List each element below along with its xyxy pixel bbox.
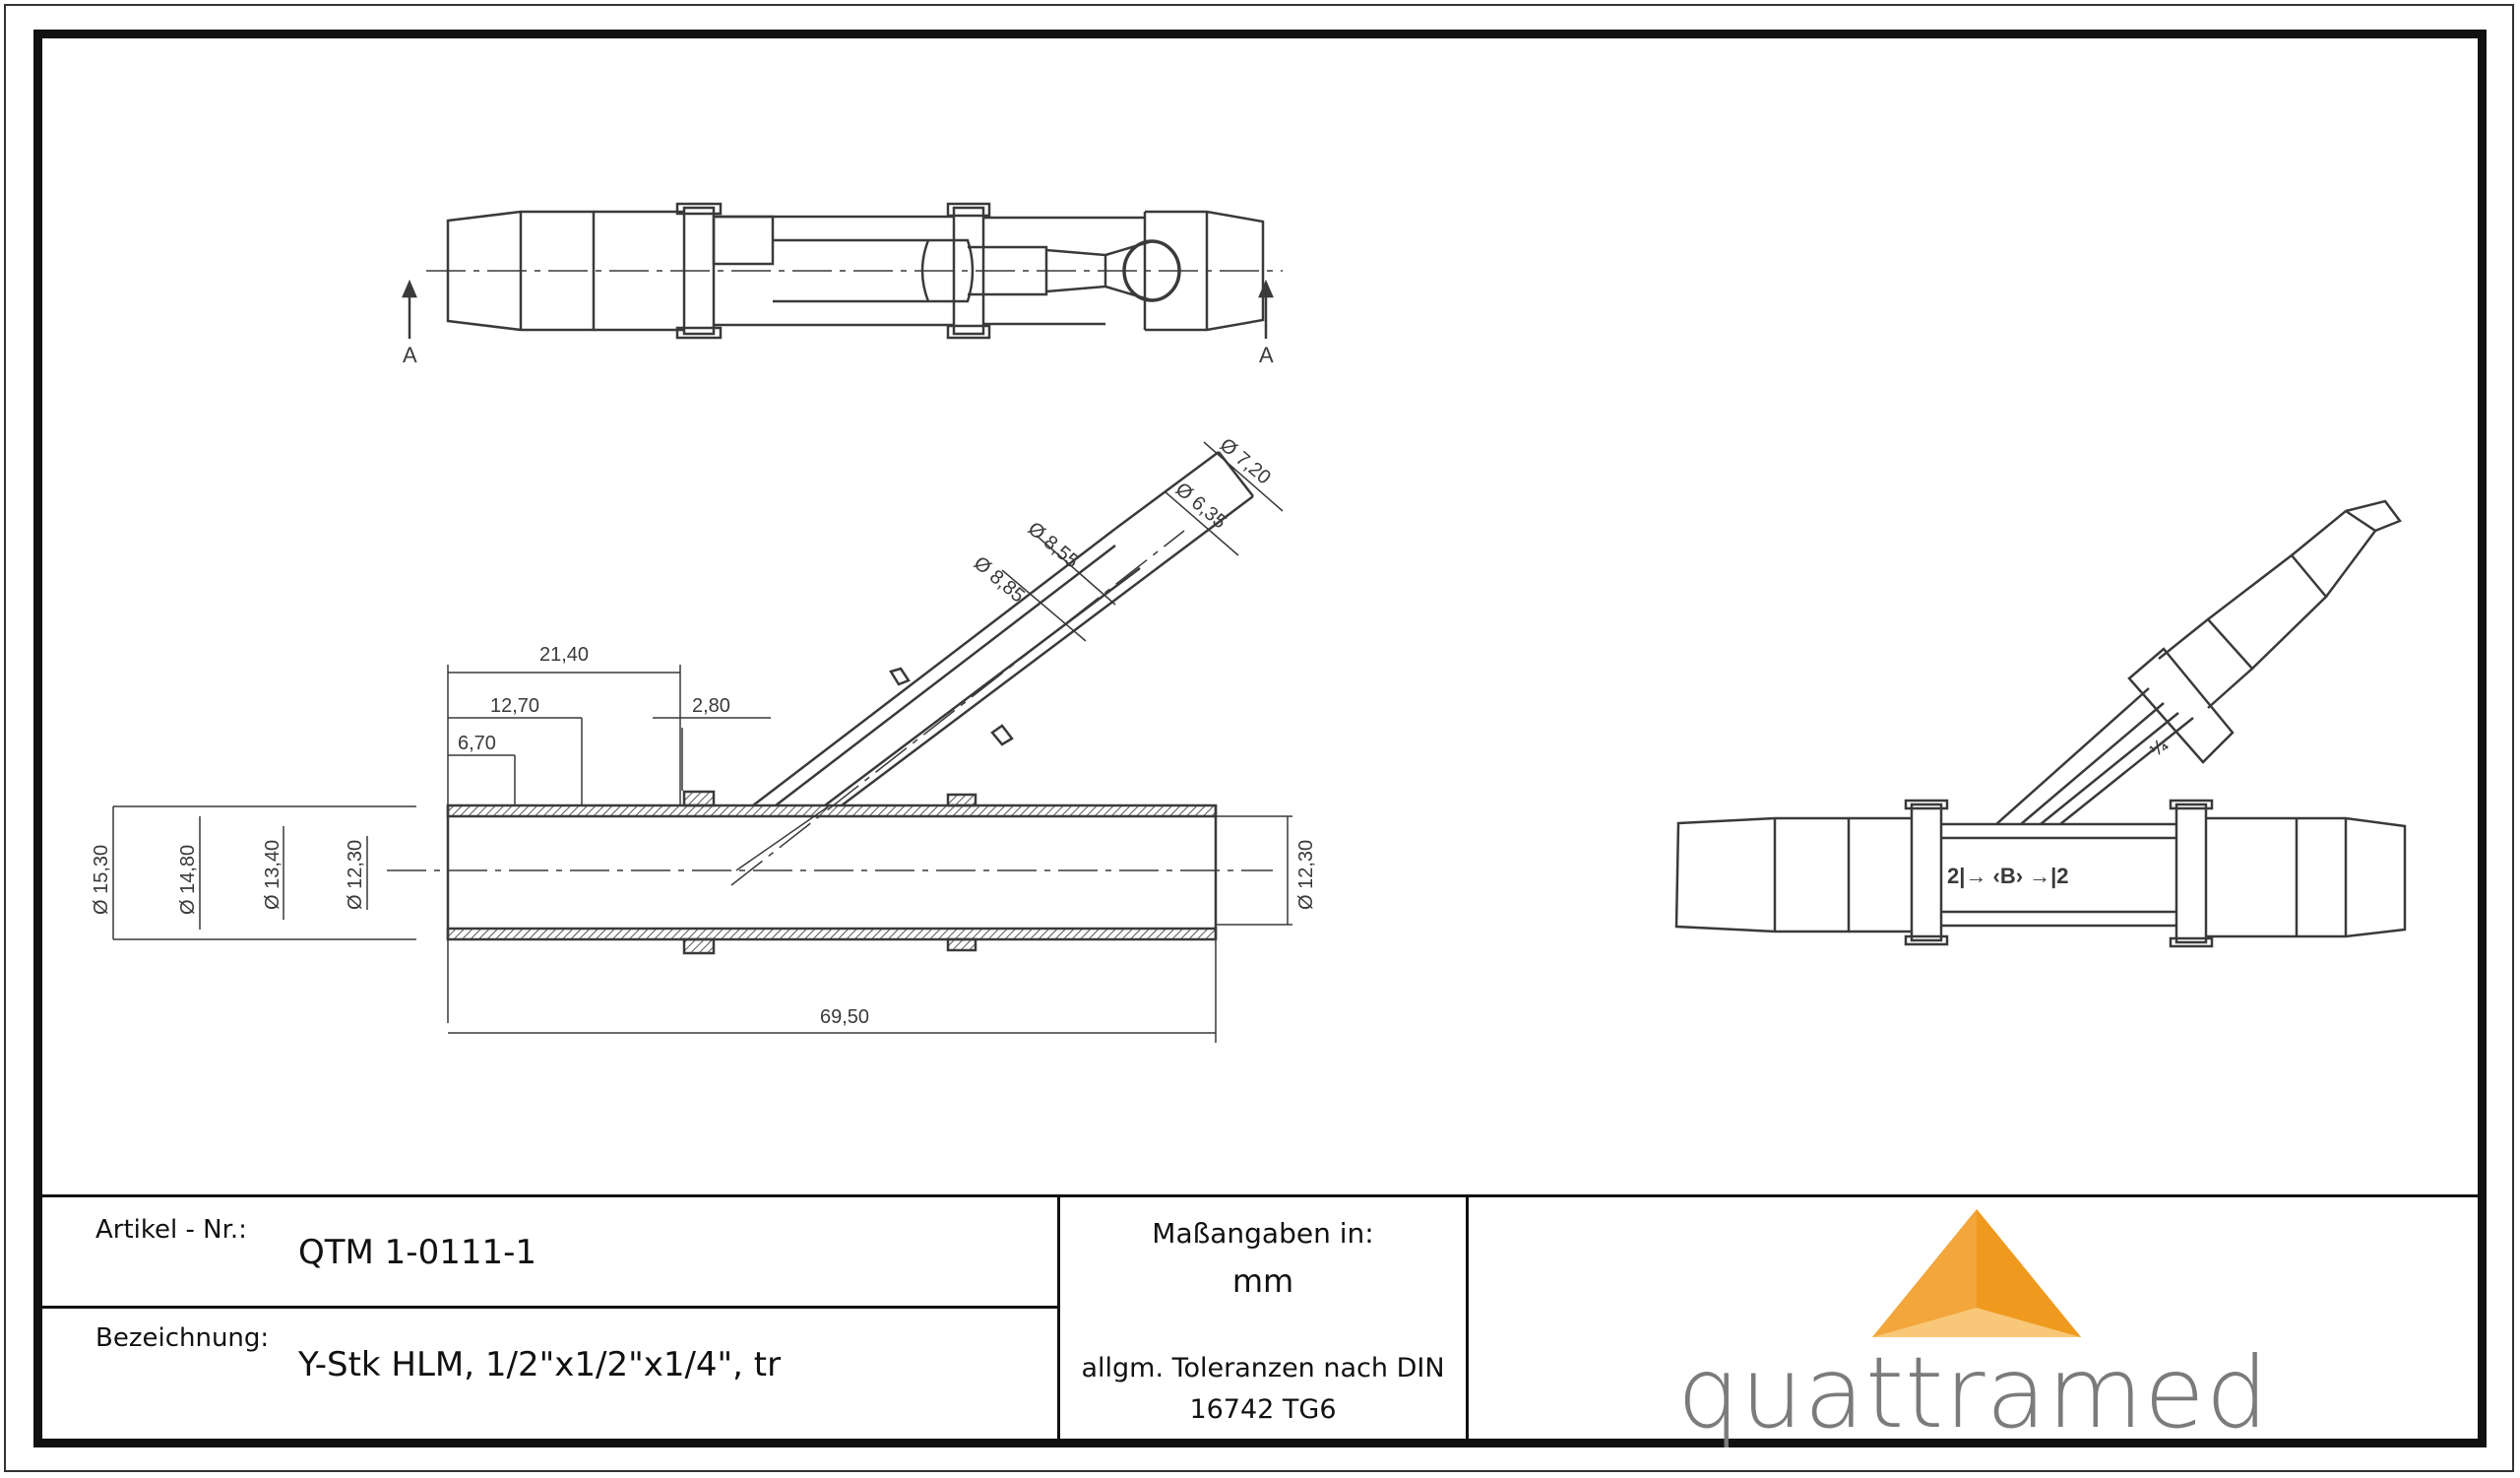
iso-left-nut <box>1910 803 1943 942</box>
row-separator <box>42 1306 1057 1309</box>
dim-d-14-80: Ø 14,80 <box>177 845 199 915</box>
dim-6-70: 6,70 <box>458 733 496 754</box>
designation-value: Y-Stk HLM, 1/2"x1/2"x1/4", tr <box>298 1345 782 1384</box>
dim-d-8-85: Ø 8,85 <box>970 552 1029 607</box>
designation-label: Bezeichnung: <box>95 1323 270 1353</box>
dim-d-15-30: Ø 15,30 <box>91 845 112 915</box>
dim-d-13-40: Ø 13,40 <box>262 840 284 910</box>
section-branch-outer <box>752 528 1156 806</box>
outer-border <box>4 4 2514 1472</box>
top-view <box>402 202 1283 340</box>
dim-d-8-55: Ø 8,55 <box>1024 518 1083 572</box>
iso-body <box>1941 822 2176 928</box>
tolerance-line-1: allgm. Toleranzen nach DIN <box>1081 1353 1445 1383</box>
section-wall-bottom <box>446 927 1218 941</box>
dim-d-7-20: Ø 7,20 <box>1216 434 1275 488</box>
units-value: mm <box>1231 1262 1294 1300</box>
dim-d-12-30-left: Ø 12,30 <box>345 840 366 910</box>
dim-12-70: 12,70 <box>490 695 539 717</box>
top-right-barb <box>1145 210 1265 332</box>
section-mark-left: A <box>403 343 417 367</box>
iso-right-nut <box>2174 803 2208 944</box>
section-mark-right: A <box>1259 343 1274 367</box>
drawing-frame: A A <box>33 30 2487 1450</box>
company-logo: quattramed <box>1469 1197 2478 1450</box>
dim-21-40: 21,40 <box>539 644 589 666</box>
dim-69-50: 69,50 <box>820 1006 869 1028</box>
iso-left-barb <box>1674 816 1851 933</box>
dim-2-80: 2,80 <box>692 695 730 717</box>
logo-wordmark: quattramed <box>1676 1335 2270 1450</box>
title-block: Artikel - Nr.: QTM 1-0111-1 Bezeichnung:… <box>42 1194 2478 1450</box>
article-label: Artikel - Nr.: <box>95 1215 247 1245</box>
section-nut-right-top <box>946 793 977 807</box>
section-nut-right-bottom <box>946 937 977 952</box>
section-nut-left-top <box>682 790 716 807</box>
iso-right-barb <box>2206 816 2407 938</box>
units-label: Maßangaben in: <box>1152 1217 1374 1250</box>
title-block-left: Artikel - Nr.: QTM 1-0111-1 Bezeichnung:… <box>42 1197 1060 1439</box>
isometric-view <box>1674 499 2407 948</box>
section-view <box>112 441 1292 1043</box>
tolerance-line-2: 16742 TG6 <box>1189 1394 1337 1425</box>
technical-drawing: A A <box>91 202 2407 1043</box>
iso-branch <box>1995 687 2194 825</box>
section-nut-left-bottom <box>682 937 716 955</box>
dim-d-12-30-right: Ø 12,30 <box>1295 840 1317 910</box>
iso-branch-barb <box>2207 553 2328 670</box>
article-number: QTM 1-0111-1 <box>298 1233 537 1272</box>
dim-d-6-35: Ø 6,35 <box>1171 479 1230 533</box>
logo-pyramid-icon <box>1872 1209 2081 1337</box>
section-branch-nut <box>889 667 1014 746</box>
iso-marking-main: 2|→ ‹B› →|2 <box>1947 864 2069 888</box>
iso-branch-nut <box>2127 647 2235 764</box>
title-block-units: Maßangaben in: mm allgm. Toleranzen nach… <box>1060 1197 1469 1439</box>
